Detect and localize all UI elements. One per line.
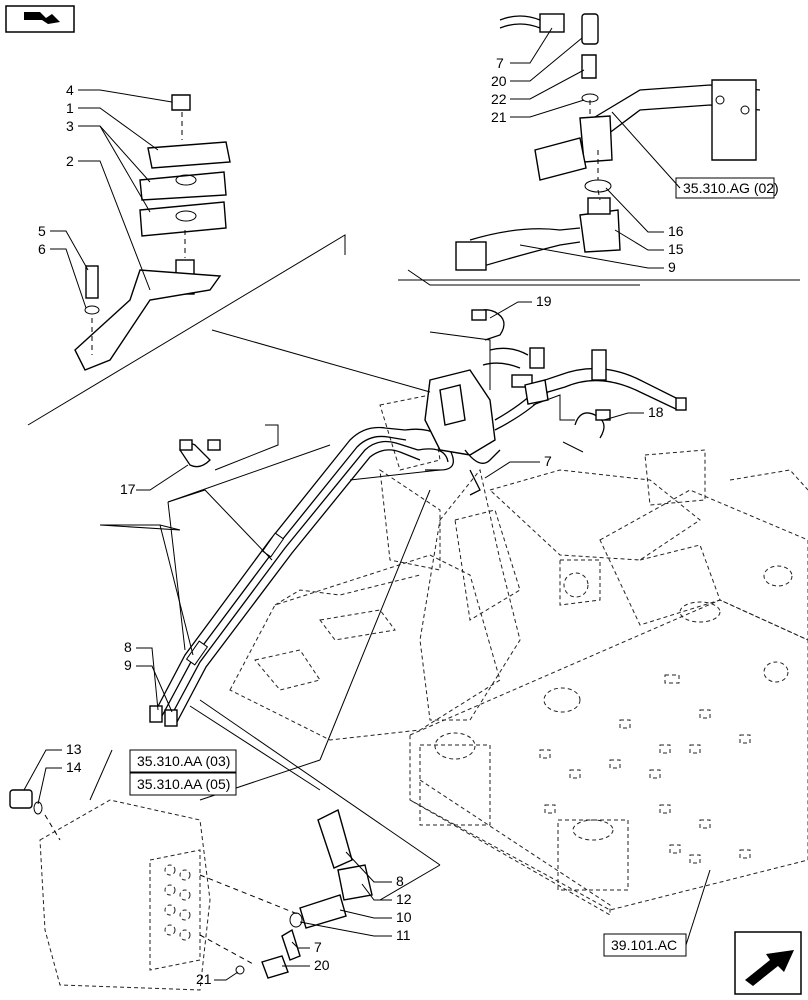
callout-10: 10 [396,909,412,925]
top-right-detail [455,13,761,271]
assembly-icon[interactable] [5,5,75,33]
machine-frame [229,394,808,916]
callout-12: 12 [396,891,412,907]
valve-cluster [424,347,687,496]
callout-19: 19 [536,293,552,309]
callout-9: 9 [124,657,132,673]
callout-21: 21 [196,971,212,987]
callout-11: 11 [396,927,411,943]
callout-1: 1 [66,100,74,116]
callout-14: 14 [66,759,82,775]
control-valve-detail [9,789,373,991]
callout-7: 7 [496,55,504,71]
reference-35-310-aa-03[interactable]: 35.310.AA (03) [129,749,237,773]
callout-16: 16 [668,223,684,239]
callout-9: 9 [668,259,676,275]
section-lines [27,234,800,901]
callout-20: 20 [491,73,507,89]
callout-13: 13 [66,741,82,757]
reference-label: 35.310.AG (02) [683,180,779,196]
callout-15: 15 [668,241,684,257]
clamp-detail [74,94,231,371]
callout-18: 18 [648,404,664,420]
callout-21: 21 [491,109,507,125]
hydraulic-lines-8-9 [149,426,454,727]
callout-3: 3 [66,118,74,134]
reference-35-310-ag-02[interactable]: 35.310.AG (02) [675,177,779,199]
callout-17: 17 [120,481,136,497]
callouts: 7 20 22 21 16 15 9 4 1 3 2 5 6 19 18 7 1… [23,27,684,987]
callout-2: 2 [66,153,74,169]
clamps-17-18-19 [179,309,611,468]
callout-20: 20 [314,957,330,973]
callout-8: 8 [396,873,404,889]
callout-8: 8 [124,639,132,655]
reference-label: 35.310.AA (03) [137,753,230,769]
callout-5: 5 [38,223,46,239]
reference-35-310-aa-05[interactable]: 35.310.AA (05) [129,772,237,796]
callout-6: 6 [38,241,46,257]
reference-label: 35.310.AA (05) [137,776,230,792]
reference-label: 39.101.AC [611,937,677,953]
callout-7: 7 [544,453,552,469]
reference-39-101-ac[interactable]: 39.101.AC [603,933,687,957]
callout-22: 22 [491,91,507,107]
next-page-arrow-icon[interactable] [734,931,802,995]
callout-4: 4 [66,82,74,98]
callout-7: 7 [314,939,322,955]
